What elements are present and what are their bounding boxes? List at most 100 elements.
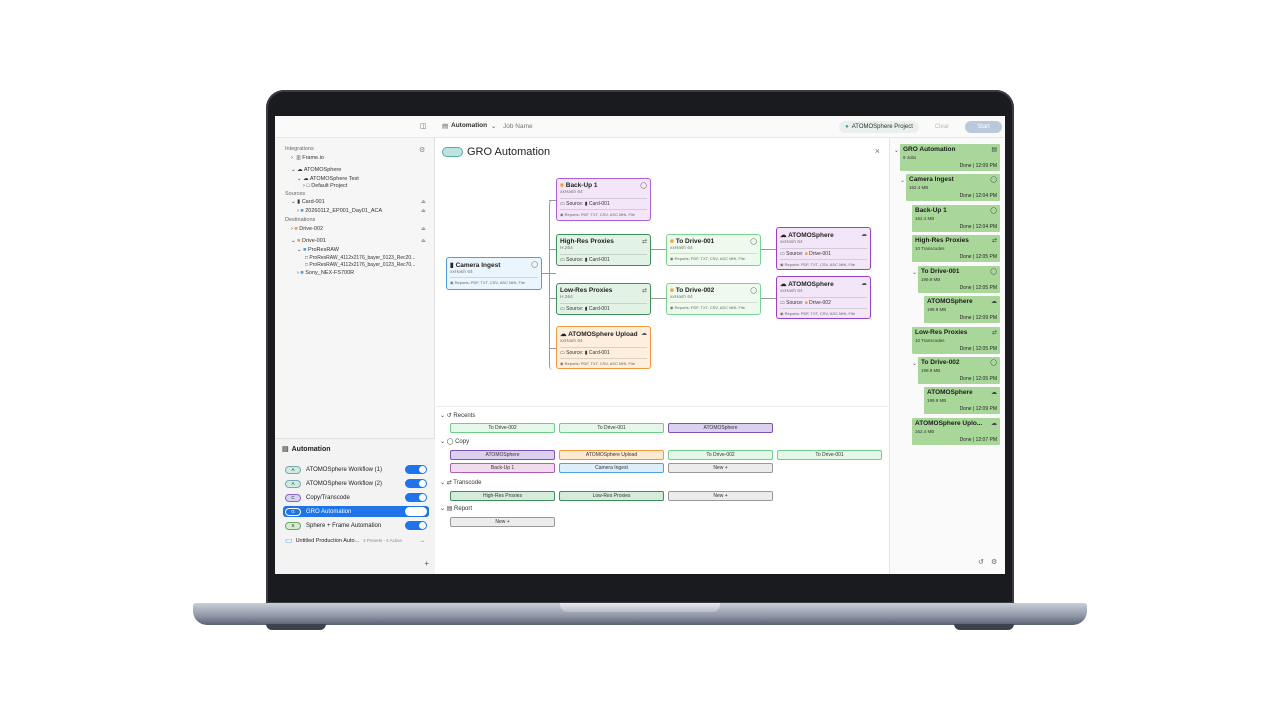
tree-item-drive-001[interactable]: ⌄ ■ Drive-001 [291,238,326,244]
node-source: ▭ Source: ▮ Card-001 [560,347,647,356]
tree-section-integrations[interactable]: Integrations [285,146,314,152]
preset-chip[interactable]: To Drive-001 [777,450,882,460]
eject-icon[interactable]: ⏏ [421,199,426,205]
chevron-down-icon[interactable]: ⌄ [912,361,918,367]
tree-item-day01-folder[interactable]: › ■ 20260112_EP001_Day01_ACA [297,208,383,214]
node-low-res-proxies[interactable]: Low-Res Proxies ⇄ H.264 ▭ Source: ▮ Card… [556,283,651,315]
preset-chip[interactable]: ATOMOSphere [668,423,773,433]
job-card-status: Done | 12:04 PM [959,193,997,199]
new-preset-button[interactable]: New + [450,517,555,527]
section-report[interactable]: ⌄ ▤ Report [440,506,473,512]
preset-chip[interactable]: To Drive-002 [668,450,773,460]
project-label: ATOMOSphere Project [851,124,913,130]
job-card-root[interactable]: GRO Automation ▤ 9 Jobs Done | 12:09 PM [900,144,1000,171]
job-name-input[interactable] [503,120,571,133]
tree-file-proresraw-rec70[interactable]: □ ProResRAW_4112x2176_bayer_0123_Rec70..… [305,262,416,268]
arrow-right-icon[interactable]: → [419,537,426,544]
gear-icon[interactable]: ⚙ [419,147,426,154]
node-camera-ingest[interactable]: ▮Camera Ingest ◯ xxHash 64 ◉ Reports: PD… [446,257,542,290]
automation-toggle[interactable] [405,521,427,530]
node-to-drive-001[interactable]: ■ To Drive-001 ◯ xxHash 64 ◉ Reports: PD… [666,234,761,266]
node-subtitle: xxHash 64 [560,190,583,195]
automation-badge: S [285,521,301,530]
tree-item-proresraw[interactable]: ⌄ ■ ProResRAW [297,247,339,253]
section-recents[interactable]: ⌄ ↺ Recents [440,413,476,419]
section-transcode[interactable]: ⌄ ⇄ Transcode [440,480,482,486]
folder-meta: 4 Presets - 4 Active [363,538,402,543]
preset-chip[interactable]: To Drive-001 [559,423,664,433]
preset-chip[interactable]: ATOMOSphere [450,450,555,460]
preset-chip[interactable]: To Drive-002 [450,423,555,433]
job-card-title: ATOMOSphere [927,389,973,396]
tree-item-card-001[interactable]: ⌄ ▮ Card-001 [291,199,325,205]
eject-icon[interactable]: ⏏ [421,208,426,214]
project-button[interactable]: ● ATOMOSphere Project [839,121,919,133]
automation-toggle[interactable] [405,479,427,488]
job-card[interactable]: ATOMOSphere ☁ 199.9 MB Done | 12:09 PM [924,387,1000,414]
tree-section-sources[interactable]: Sources [285,191,306,197]
laptop-base [193,603,1087,625]
connector [549,348,556,349]
chevron-down-icon[interactable]: ⌄ [894,148,900,154]
folder-icon: ▭ [285,536,293,545]
preset-chip[interactable]: Back-Up 1 [450,463,555,473]
node-backup-1[interactable]: ■ Back-Up 1 ◯ xxHash 64 ▭ Source: ▮ Card… [556,178,651,221]
job-card[interactable]: Low-Res Proxies ⇄ 10 Transcodes Done | 1… [912,327,1000,354]
automation-toggle[interactable] [405,507,427,516]
chevron-down-icon[interactable]: ⌄ [912,270,918,276]
drive-icon: ■ [560,182,564,189]
settings-icon[interactable]: ⚙ [991,559,998,566]
automation-panel-title: ▤ Automation [282,445,331,454]
automation-row[interactable]: A ATOMOSphere Workflow (2) [283,478,429,489]
tree-item-atomosphere-test[interactable]: ⌄ ☁ ATOMOSphere Test [297,176,359,182]
automation-toggle[interactable] [405,465,427,474]
tree-item-frameio[interactable]: › ||| Frame.io [291,155,324,161]
eject-icon[interactable]: ⏏ [421,226,426,232]
preset-chip[interactable]: Camera Ingest [559,463,664,473]
job-card[interactable]: ATOMOSphere Uplo... ☁ 162.4 MB Done | 12… [912,418,1000,445]
preset-chip[interactable]: ATOMOSphere Upload [559,450,664,460]
tree-item-default-project[interactable]: › □ Default Project [303,183,348,189]
eject-icon[interactable]: ⏏ [421,238,426,244]
sidebar-toggle-icon[interactable]: ◫ [420,123,427,130]
automation-menu[interactable]: Automation [451,122,488,129]
card-icon: ▮ [450,262,454,269]
automation-row[interactable]: A ATOMOSphere Workflow (1) [283,464,429,475]
section-copy[interactable]: ⌄ ◯ Copy [440,439,470,445]
clear-button[interactable]: Clear [934,124,950,130]
preset-chip[interactable]: Low-Res Proxies [559,491,664,501]
job-card-sub: 199.9 MB [927,398,947,403]
automation-folder-row[interactable]: ▭ Untitled Production Auto... 4 Presets … [283,535,429,546]
copy-icon: ◯ [990,208,997,214]
add-button[interactable]: + [424,559,429,568]
automation-row[interactable]: C Copy/Transcode [283,492,429,503]
job-card[interactable]: High-Res Proxies ⇄ 10 Transcodes Done | … [912,235,1000,262]
node-atomosphere-upload[interactable]: ☁ ATOMOSphere Upload ☁ xxHash 64 ▭ Sourc… [556,326,651,369]
new-preset-button[interactable]: New + [668,463,773,473]
automation-toggle[interactable] [405,493,427,502]
node-to-drive-002[interactable]: ■ To Drive-002 ◯ xxHash 64 ◉ Reports: PD… [666,283,761,315]
automation-row[interactable]: S Sphere + Frame Automation [283,520,429,531]
chevron-down-icon[interactable]: ⌄ [900,178,906,184]
tree-item-drive-002[interactable]: › ■ Drive-002 [291,226,324,232]
node-atomosphere-drive-001[interactable]: ☁ ATOMOSphere ☁ xxHash 64 ▭ Source: ■ Dr… [776,227,871,270]
job-card[interactable]: To Drive-002 ◯ 199.9 MB Done | 12:05 PM [918,357,1000,384]
start-button[interactable]: Start [965,121,1002,133]
job-card[interactable]: ATOMOSphere ☁ 199.9 MB Done | 12:09 PM [924,296,1000,323]
preset-chip[interactable]: High-Res Proxies [450,491,555,501]
tree-section-destinations[interactable]: Destinations [285,217,316,223]
job-card[interactable]: Back-Up 1 ◯ 162.4 MB Done | 12:04 PM [912,205,1000,232]
connector [549,298,556,299]
node-source: ▭ Source: ▮ Card-001 [560,303,647,312]
automation-row-selected[interactable]: G GRO Automation [283,506,429,517]
job-card[interactable]: Camera Ingest ◯ 162.4 MB Done | 12:04 PM [906,174,1000,201]
tree-file-proresraw-rec20[interactable]: □ ProResRAW_4112x2176_bayer_0123_Rec20..… [305,255,416,261]
job-card[interactable]: To Drive-001 ◯ 199.9 MB Done | 12:05 PM [918,266,1000,293]
node-atomosphere-drive-002[interactable]: ☁ ATOMOSphere ☁ xxHash 64 ▭ Source: ■ Dr… [776,276,871,319]
tree-item-sony[interactable]: › ■ Sony_NEX-FS700R [297,270,355,276]
history-icon[interactable]: ↺ [978,559,984,566]
close-icon[interactable]: × [874,146,880,156]
node-high-res-proxies[interactable]: High-Res Proxies ⇄ H.264 ▭ Source: ▮ Car… [556,234,651,266]
tree-item-atomosphere[interactable]: ⌄ ☁ ATOMOSphere [291,167,342,173]
new-preset-button[interactable]: New + [668,491,773,501]
